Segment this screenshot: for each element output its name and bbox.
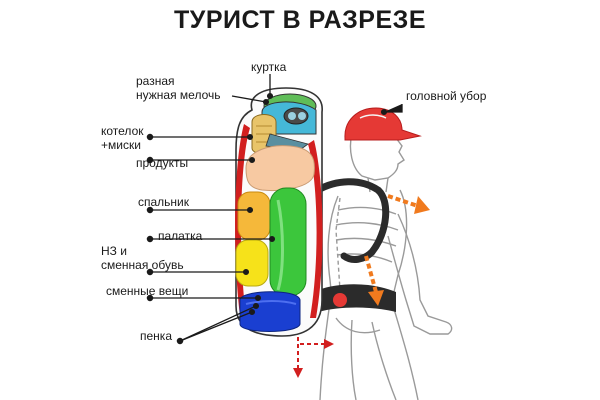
label-sleeping-bag: спальник bbox=[138, 195, 190, 209]
pointer-lines bbox=[146, 74, 403, 345]
sleeping-bag-item bbox=[237, 191, 271, 241]
backpack bbox=[235, 87, 323, 337]
cap-icon bbox=[344, 107, 422, 141]
tourist-figure bbox=[319, 131, 453, 400]
label-small-items: разная нужная мелочь bbox=[136, 74, 221, 102]
legs-outline bbox=[319, 301, 419, 400]
tent-item bbox=[269, 187, 307, 297]
label-tent: палатка bbox=[158, 229, 203, 243]
label-mat: пенка bbox=[140, 329, 172, 343]
page-title: ТУРИСТ В РАЗРЕЗЕ bbox=[174, 6, 426, 34]
label-clothes: сменные вещи bbox=[106, 284, 189, 298]
head-outline bbox=[349, 131, 405, 181]
reserve-item bbox=[235, 239, 269, 287]
label-jacket: куртка bbox=[251, 60, 287, 74]
label-pot: котелок +миски bbox=[101, 124, 144, 152]
arrow-shoulder bbox=[387, 194, 419, 208]
ribs-outline bbox=[335, 206, 399, 263]
arrow-back bbox=[364, 255, 378, 293]
arm-outline bbox=[387, 213, 453, 335]
load-arrows bbox=[364, 194, 430, 306]
label-headwear: головной убор bbox=[406, 89, 487, 103]
label-reserve: НЗ и сменная обувь bbox=[101, 244, 184, 272]
harness bbox=[314, 178, 396, 312]
label-food: продукты bbox=[136, 156, 189, 170]
food-item bbox=[245, 145, 315, 191]
hip-belt-buckle bbox=[333, 293, 347, 307]
spine-outline bbox=[335, 197, 341, 291]
pelvis-outline bbox=[335, 317, 381, 334]
load-lines bbox=[293, 330, 334, 378]
